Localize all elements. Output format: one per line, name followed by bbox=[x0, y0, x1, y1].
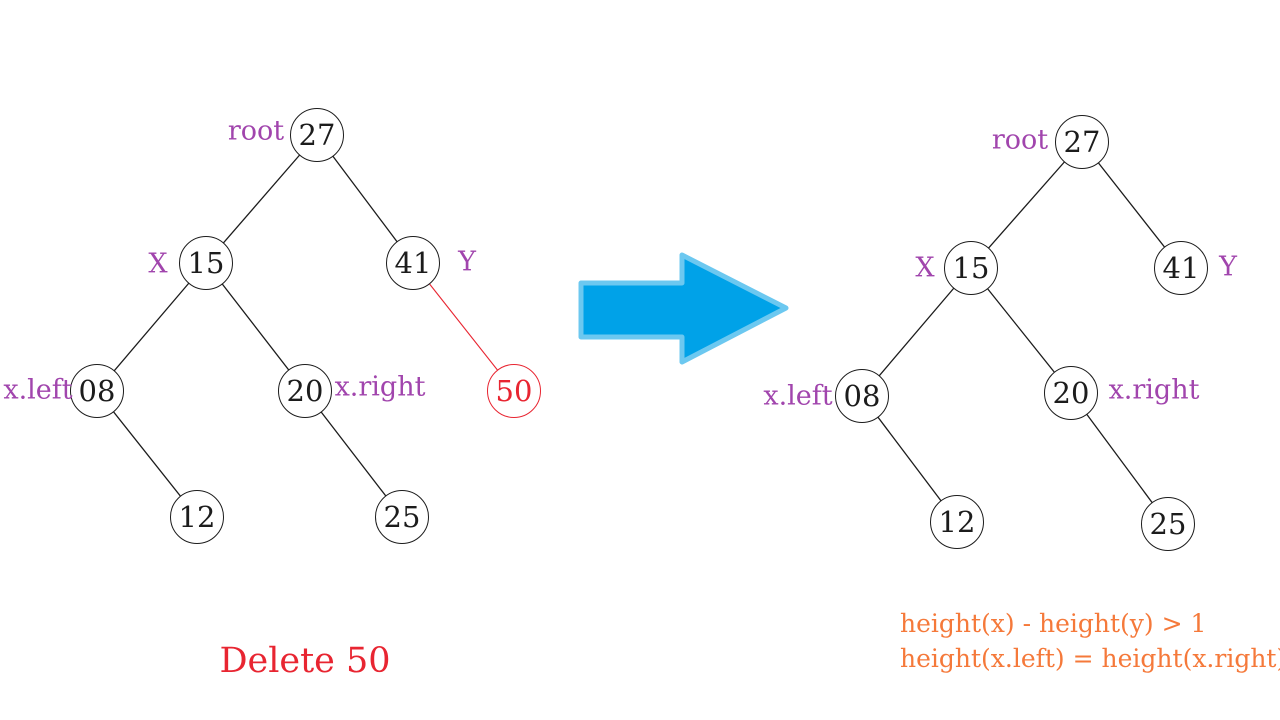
tree-node-right-15: 15 bbox=[944, 241, 998, 295]
delete-caption: Delete 50 bbox=[219, 641, 391, 681]
tree-edge-left-15-08 bbox=[96, 262, 207, 392]
tree-node-right-41: 41 bbox=[1154, 241, 1208, 295]
tree-label-right-Y: Y bbox=[1219, 251, 1237, 283]
tree-node-left-50: 50 bbox=[487, 364, 541, 418]
tree-label-left-X: X bbox=[148, 248, 168, 280]
tree-node-right-08: 08 bbox=[835, 369, 889, 423]
tree-edge-right-15-08 bbox=[861, 267, 972, 397]
tree-node-left-25: 25 bbox=[375, 490, 429, 544]
tree-label-right-x.right: x.right bbox=[1108, 374, 1200, 406]
condition-line-1: height(x) - height(y) > 1 bbox=[900, 609, 1207, 638]
tree-node-left-41: 41 bbox=[386, 236, 440, 290]
tree-label-left-x.left: x.left bbox=[3, 374, 73, 406]
tree-node-left-20: 20 bbox=[278, 364, 332, 418]
tree-node-right-25: 25 bbox=[1141, 497, 1195, 551]
tree-label-left-x.right: x.right bbox=[334, 371, 426, 403]
tree-label-right-x.left: x.left bbox=[763, 380, 833, 412]
tree-edge-left-27-15 bbox=[205, 134, 318, 264]
tree-edge-right-27-15 bbox=[970, 141, 1083, 269]
tree-node-left-08: 08 bbox=[70, 364, 124, 418]
balance-conditions: height(x) - height(y) > 1 height(x.left)… bbox=[900, 606, 1280, 676]
tree-node-right-20: 20 bbox=[1044, 366, 1098, 420]
tree-node-right-12: 12 bbox=[930, 495, 984, 549]
tree-node-left-27: 27 bbox=[290, 108, 344, 162]
tree-node-left-15: 15 bbox=[179, 236, 233, 290]
tree-node-left-12: 12 bbox=[170, 490, 224, 544]
condition-line-2: height(x.left) = height(x.right) bbox=[900, 644, 1280, 673]
tree-label-left-Y: Y bbox=[458, 246, 476, 278]
tree-label-right-X: X bbox=[915, 252, 935, 284]
tree-label-right-root: root bbox=[991, 124, 1049, 156]
tree-label-left-root: root bbox=[227, 115, 285, 147]
tree-node-right-27: 27 bbox=[1055, 115, 1109, 169]
